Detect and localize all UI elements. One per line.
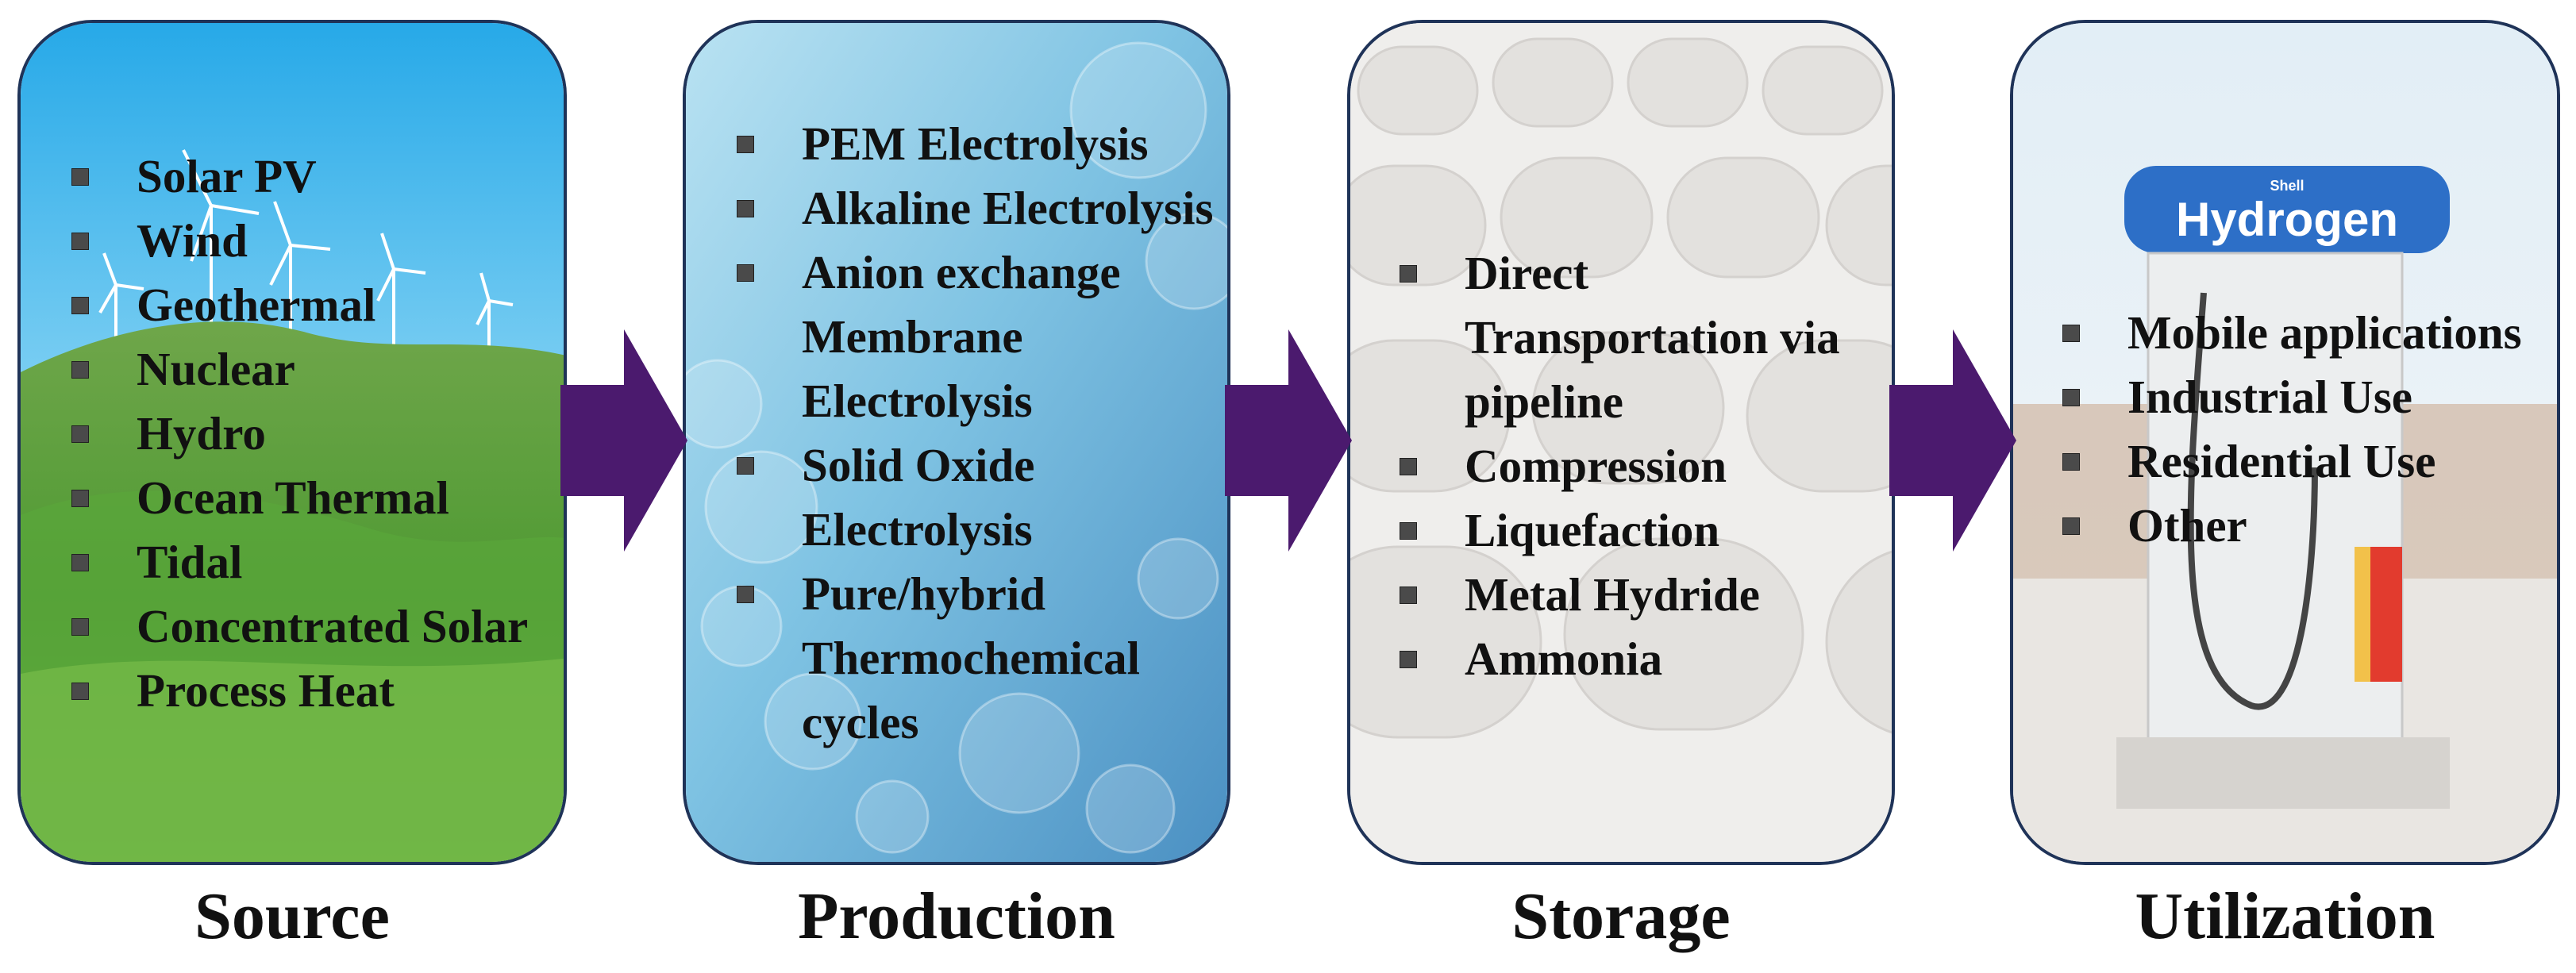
caption-production: Production [798, 879, 1115, 953]
utilization-panel: Shell Hydrogen Mobile applications Indus… [2010, 20, 2560, 865]
source-item: Tidal [71, 530, 564, 594]
production-item-list: PEM Electrolysis Alkaline Electrolysis A… [737, 112, 1221, 755]
production-item: PEM Electrolysis [737, 112, 1221, 176]
storage-item: Metal Hydride [1400, 563, 1884, 627]
source-item: Hydro [71, 402, 564, 466]
source-item: Geothermal [71, 273, 564, 337]
hydrogen-sign: Shell Hydrogen [2124, 166, 2450, 253]
source-item-list: Solar PV Wind Geothermal Nuclear Hydro O… [71, 144, 564, 723]
storage-item: Compression [1400, 434, 1884, 498]
utilization-item: Mobile applications [2062, 301, 2555, 365]
production-item: Solid Oxide Electrolysis [737, 433, 1221, 562]
production-item: Anion exchange Membrane Electrolysis [737, 240, 1221, 433]
flow-arrow-icon [1889, 329, 2016, 552]
utilization-item: Industrial Use [2062, 365, 2555, 429]
utilization-item: Other [2062, 494, 2555, 558]
sign-brand: Shell [2270, 178, 2305, 194]
source-panel: Solar PV Wind Geothermal Nuclear Hydro O… [17, 20, 567, 865]
source-item: Process Heat [71, 659, 564, 723]
production-item: Pure/hybrid Thermochemical cycles [737, 562, 1221, 755]
wind-farm-hills-background [21, 23, 564, 862]
source-item: Ocean Thermal [71, 466, 564, 530]
water-bubbles-background [686, 23, 1227, 862]
sign-text: Hydrogen [2175, 193, 2399, 246]
source-item: Wind [71, 209, 564, 273]
flow-arrow-icon [1225, 329, 1352, 552]
caption-utilization: Utilization [2135, 879, 2435, 953]
caption-source: Source [194, 879, 390, 953]
source-item: Concentrated Solar [71, 594, 564, 659]
utilization-item-list: Mobile applications Industrial Use Resid… [2062, 301, 2555, 558]
production-item: Alkaline Electrolysis [737, 176, 1221, 240]
utilization-item: Residential Use [2062, 429, 2555, 494]
storage-panel: Direct Transportation via pipeline Compr… [1347, 20, 1895, 865]
caption-storage: Storage [1511, 879, 1731, 953]
source-item: Nuclear [71, 337, 564, 402]
production-panel: PEM Electrolysis Alkaline Electrolysis A… [683, 20, 1230, 865]
flow-arrow-icon [560, 329, 687, 552]
storage-item: Direct Transportation via pipeline [1400, 241, 1884, 434]
hydrogen-station-background [2013, 23, 2557, 862]
storage-item: Ammonia [1400, 627, 1884, 691]
storage-item-list: Direct Transportation via pipeline Compr… [1400, 241, 1884, 691]
storage-item: Liquefaction [1400, 498, 1884, 563]
storage-tanks-background [1350, 23, 1892, 862]
source-item: Solar PV [71, 144, 564, 209]
